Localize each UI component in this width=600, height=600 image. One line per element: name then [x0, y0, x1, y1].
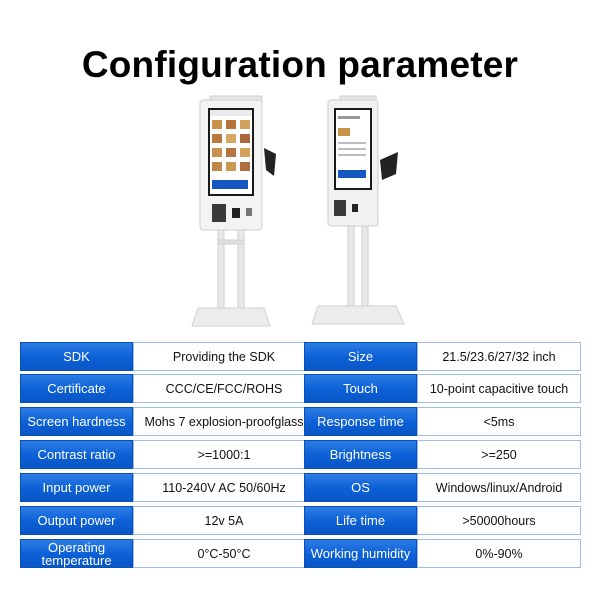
- spec-value: Windows/linux/Android: [417, 473, 581, 502]
- spec-label: Contrast ratio: [20, 440, 133, 469]
- spec-label: Operating temperature: [20, 539, 133, 568]
- kiosk-product-illustration: [191, 95, 405, 327]
- spec-label: Screen hardness: [20, 407, 133, 436]
- spec-label: Input power: [20, 473, 133, 502]
- spec-value: 0°C-50°C: [133, 539, 315, 568]
- spec-value: CCC/CE/FCC/ROHS: [133, 374, 315, 403]
- spec-label: Response time: [304, 407, 417, 436]
- kiosk-front-view: [191, 95, 276, 327]
- spec-value: >=250: [417, 440, 581, 469]
- spec-label: Size: [304, 342, 417, 371]
- spec-label: Certificate: [20, 374, 133, 403]
- spec-label: Working humidity: [304, 539, 417, 568]
- spec-label: Touch: [304, 374, 417, 403]
- spec-value: 10-point capacitive touch: [417, 374, 581, 403]
- page-title: Configuration parameter: [81, 44, 519, 85]
- spec-value: <5ms: [417, 407, 581, 436]
- spec-label: OS: [304, 473, 417, 502]
- spec-value: 110-240V AC 50/60Hz: [133, 473, 315, 502]
- spec-label: Output power: [20, 506, 133, 535]
- spec-value: 0%-90%: [417, 539, 581, 568]
- spec-value: >50000hours: [417, 506, 581, 535]
- spec-value: >=1000:1: [133, 440, 315, 469]
- spec-value: 12v 5A: [133, 506, 315, 535]
- spec-label: Life time: [304, 506, 417, 535]
- kiosk-side-view: [311, 95, 405, 325]
- spec-value: Mohs 7 explosion-proofglass: [133, 407, 315, 436]
- spec-value: 21.5/23.6/27/32 inch: [417, 342, 581, 371]
- spec-value: Providing the SDK: [133, 342, 315, 371]
- spec-label: Brightness: [304, 440, 417, 469]
- spec-label: SDK: [20, 342, 133, 371]
